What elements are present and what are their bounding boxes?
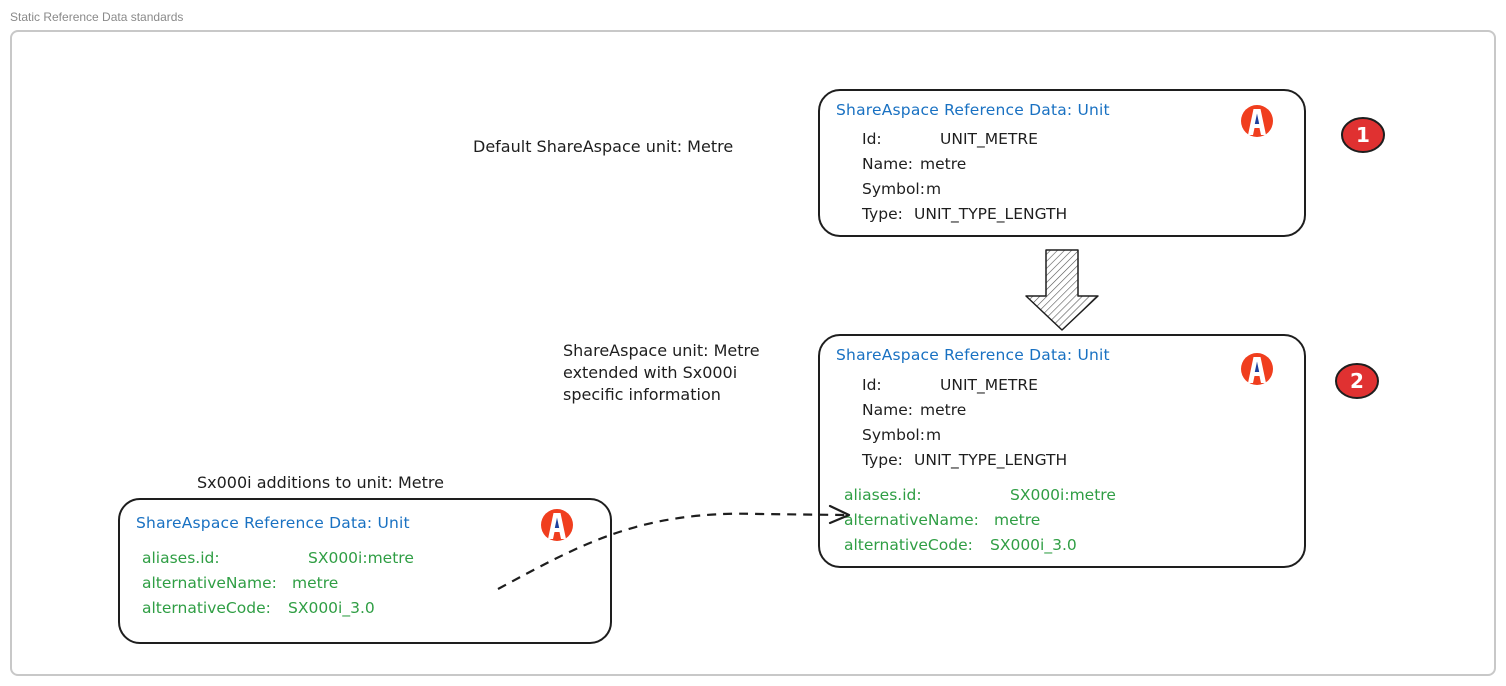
field-key: alternativeCode: [142,599,271,617]
note-additions: Sx000i additions to unit: Metre [197,473,444,492]
field-row: Name: metre [862,398,966,422]
card-default-unit[interactable]: ShareAspace Reference Data: Unit Id: UNIT… [818,89,1306,237]
field-value: SX000i:metre [308,549,414,567]
note-extended-unit: ShareAspace unit: Metre extended with Sx… [563,341,760,404]
shareaspace-logo-icon [1241,105,1273,137]
field-value: metre [920,401,967,419]
alias-row: alternativeName: metre [142,571,338,595]
field-value: SX000i:metre [1010,486,1116,504]
card-title: ShareAspace Reference Data: Unit [836,346,1110,364]
field-value: metre [994,511,1041,529]
badge-number: 1 [1356,123,1370,147]
badge-number: 2 [1350,369,1364,393]
field-value: metre [920,155,967,173]
field-value: m [926,180,942,198]
field-value: UNIT_METRE [940,130,1038,148]
field-key: Id: [862,376,882,394]
step-badge-1: 1 [1340,116,1386,154]
field-key: alternativeCode: [844,536,973,554]
field-key: Symbol: [862,426,925,444]
shareaspace-logo-icon [541,509,573,541]
alias-row: aliases.id: SX000i:metre [844,483,1116,507]
field-key: alternativeName: [844,511,979,529]
field-value: UNIT_TYPE_LENGTH [914,451,1068,469]
card-title: ShareAspace Reference Data: Unit [136,514,410,532]
alias-row: alternativeName: metre [844,508,1040,532]
field-key: Id: [862,130,882,148]
down-arrow-icon [1025,249,1099,331]
field-key: aliases.id: [844,486,922,504]
shareaspace-logo-icon [1241,353,1273,385]
field-row: Symbol:m [862,177,941,201]
alias-row: alternativeCode: SX000i_3.0 [142,596,375,620]
card-additions[interactable]: ShareAspace Reference Data: Unit aliases… [118,498,612,644]
field-key: Symbol: [862,180,925,198]
field-row: Type: UNIT_TYPE_LENGTH [862,448,1067,472]
card-title: ShareAspace Reference Data: Unit [836,101,1110,119]
field-row: Id: UNIT_METRE [862,373,1038,397]
field-value: SX000i_3.0 [990,536,1077,554]
field-row: Id: UNIT_METRE [862,127,1038,151]
field-value: metre [292,574,339,592]
field-key: Name: [862,401,913,419]
badge-circle [1341,117,1385,153]
page-title: Static Reference Data standards [10,10,184,24]
field-key: Name: [862,155,913,173]
alias-row: alternativeCode: SX000i_3.0 [844,533,1077,557]
field-value: m [926,426,942,444]
field-row: Name: metre [862,152,966,176]
field-value: SX000i_3.0 [288,599,375,617]
diagram-frame [10,30,1496,676]
field-value: UNIT_METRE [940,376,1038,394]
field-key: Type: [862,451,903,469]
card-extended-unit[interactable]: ShareAspace Reference Data: Unit Id: UNIT… [818,334,1306,568]
field-key: Type: [862,205,903,223]
field-key: alternativeName: [142,574,277,592]
field-row: Type: UNIT_TYPE_LENGTH [862,202,1067,226]
field-row: Symbol:m [862,423,941,447]
field-key: aliases.id: [142,549,220,567]
note-default-unit: Default ShareAspace unit: Metre [473,137,734,156]
badge-circle [1335,363,1379,399]
field-value: UNIT_TYPE_LENGTH [914,205,1068,223]
alias-row: aliases.id: SX000i:metre [142,546,414,570]
step-badge-2: 2 [1334,362,1380,400]
